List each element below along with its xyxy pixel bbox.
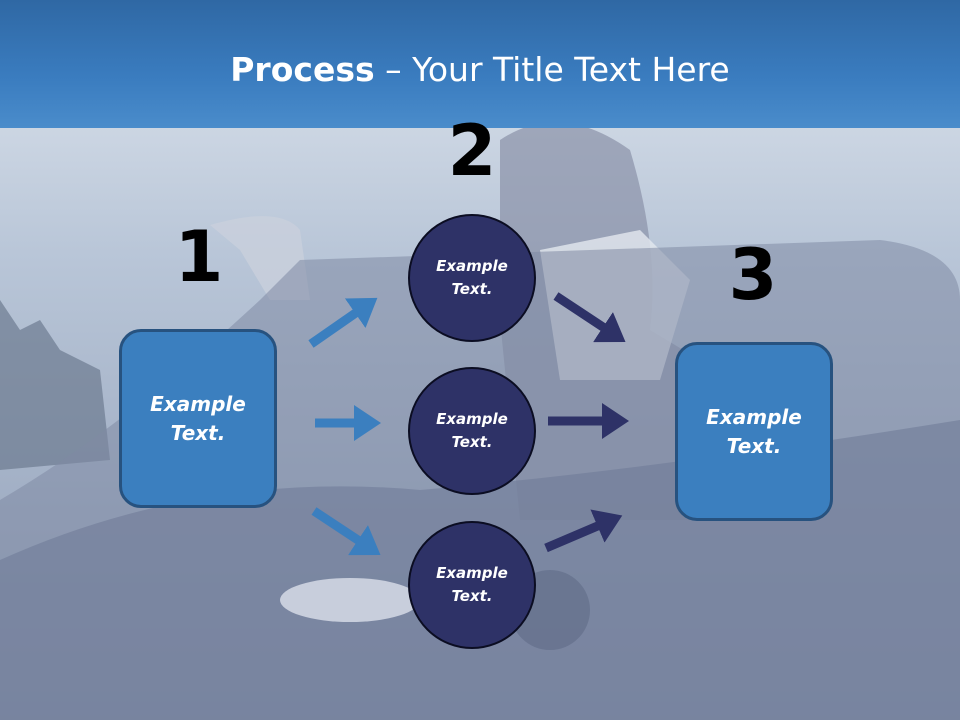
step-box-3-line1: Example — [706, 404, 802, 429]
title-bar — [0, 0, 960, 128]
step-number-1: 1 — [174, 216, 224, 298]
title-bold: Process — [230, 50, 375, 89]
circle-top-line1: Example — [436, 257, 508, 275]
circle-bottom-line2: Text. — [451, 587, 493, 605]
circle-middle-line1: Example — [436, 410, 508, 428]
title-rest: – Your Title Text Here — [374, 50, 730, 89]
arrow-left-up — [308, 297, 378, 348]
step-box-1-line2: Text. — [170, 420, 226, 445]
arrow-right-top — [553, 292, 626, 343]
step-box-1-line1: Example — [150, 391, 246, 416]
slide-title: Process – Your Title Text Here — [0, 50, 960, 89]
circle-bottom-line1: Example — [436, 564, 508, 582]
arrow-left-down — [311, 507, 381, 556]
circle-top-line2: Text. — [451, 280, 493, 298]
step-number-3: 3 — [728, 234, 778, 316]
arrow-right-bottom — [544, 509, 623, 553]
step-number-2: 2 — [447, 110, 497, 192]
step-box-3-line2: Text. — [726, 433, 782, 458]
circle-middle-line2: Text. — [451, 433, 493, 451]
